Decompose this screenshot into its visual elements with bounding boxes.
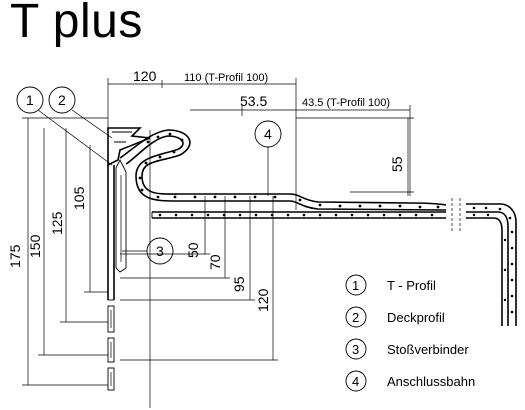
callout-4: 4 [254, 120, 282, 196]
callout-3-label: 3 [156, 243, 164, 259]
legend-item: 3 Stoßverbinder [345, 338, 469, 360]
legend-item: 1 T - Profil [345, 274, 436, 296]
dim-53-5: 53.5 [240, 93, 267, 109]
legend-label-1: T - Profil [387, 278, 436, 293]
legend-item: 2 Deckprofil [345, 306, 445, 328]
callout-2: 2 [48, 86, 113, 139]
base-layer-shape [151, 198, 461, 232]
legend-item: 4 Anschlussbahn [345, 370, 475, 392]
dim-175: 175 [7, 244, 23, 268]
anschlussbahn-shape [119, 129, 447, 211]
dim-55: 55 [389, 156, 405, 172]
dim-120-top: 120 [133, 68, 157, 84]
legend-label-4: Anschlussbahn [387, 374, 475, 389]
dim-110: 110 (T-Profil 100) [184, 72, 268, 84]
dim-55-group: 55 [296, 117, 414, 196]
dim-inner-group: 50 70 95 120 [120, 130, 278, 408]
dim-horizontal-group: 120 110 (T-Profil 100) 53.5 43.5 (T-Prof… [107, 68, 411, 210]
callout-1: 1 [16, 86, 113, 166]
deckprofil-shape [107, 127, 151, 167]
dim-70: 70 [207, 254, 223, 270]
dim-43-5: 43.5 (T-Profil 100) [302, 97, 390, 109]
legend-num-3: 3 [352, 342, 359, 357]
dim-95: 95 [231, 276, 247, 292]
legend-num-1: 1 [352, 278, 359, 293]
legend-label-2: Deckprofil [387, 310, 445, 325]
t-profile-shape [107, 158, 127, 391]
callout-2-label: 2 [58, 92, 66, 108]
legend: 1 T - Profil 2 Deckprofil 3 Stoßverbinde… [345, 274, 475, 392]
dim-150: 150 [27, 234, 43, 258]
legend-label-3: Stoßverbinder [387, 342, 469, 357]
callout-3: 3 [122, 237, 174, 265]
dim-105: 105 [71, 186, 87, 210]
callout-1-label: 1 [26, 92, 34, 108]
right-corner-shape [466, 203, 517, 326]
page-title: T plus [10, 0, 143, 48]
legend-num-2: 2 [352, 310, 359, 325]
callout-4-label: 4 [264, 126, 272, 142]
dim-120-vertical: 120 [255, 288, 271, 312]
dim-50: 50 [185, 242, 201, 258]
dim-125: 125 [49, 211, 65, 235]
legend-num-4: 4 [352, 374, 359, 389]
dim-left-group: 175 150 125 105 [7, 117, 108, 386]
